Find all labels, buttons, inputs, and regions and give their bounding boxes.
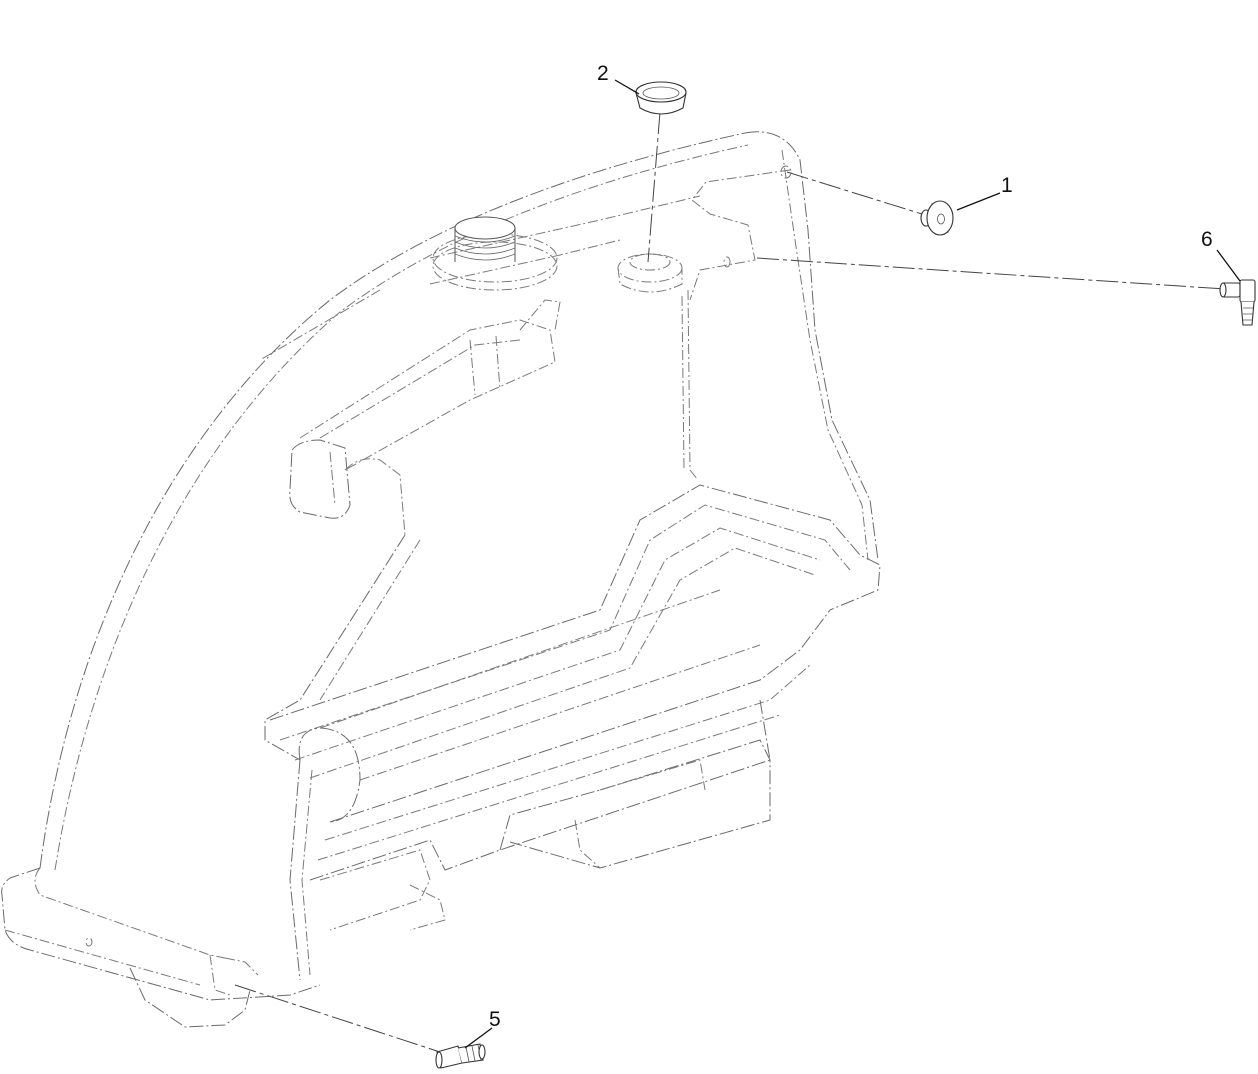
callout-1: 1 (956, 174, 1013, 211)
part-5-straight-fitting (435, 1043, 486, 1069)
tank-body (1, 131, 881, 1028)
assembly-centerlines (234, 111, 1241, 1053)
callout-label-6: 6 (1201, 228, 1213, 251)
callout-label-5: 5 (489, 1008, 501, 1031)
callout-label-1: 1 (1001, 174, 1013, 197)
part-6-elbow-fitting (1219, 279, 1256, 326)
part-2-bushing (635, 81, 687, 115)
callout-label-2: 2 (597, 62, 609, 85)
callout-5: 5 (464, 1008, 501, 1049)
bushing-boss (617, 253, 683, 293)
callout-2: 2 (597, 62, 640, 95)
callout-6: 6 (1201, 228, 1241, 282)
part-1-grommet (920, 200, 954, 236)
filler-neck (432, 216, 558, 291)
